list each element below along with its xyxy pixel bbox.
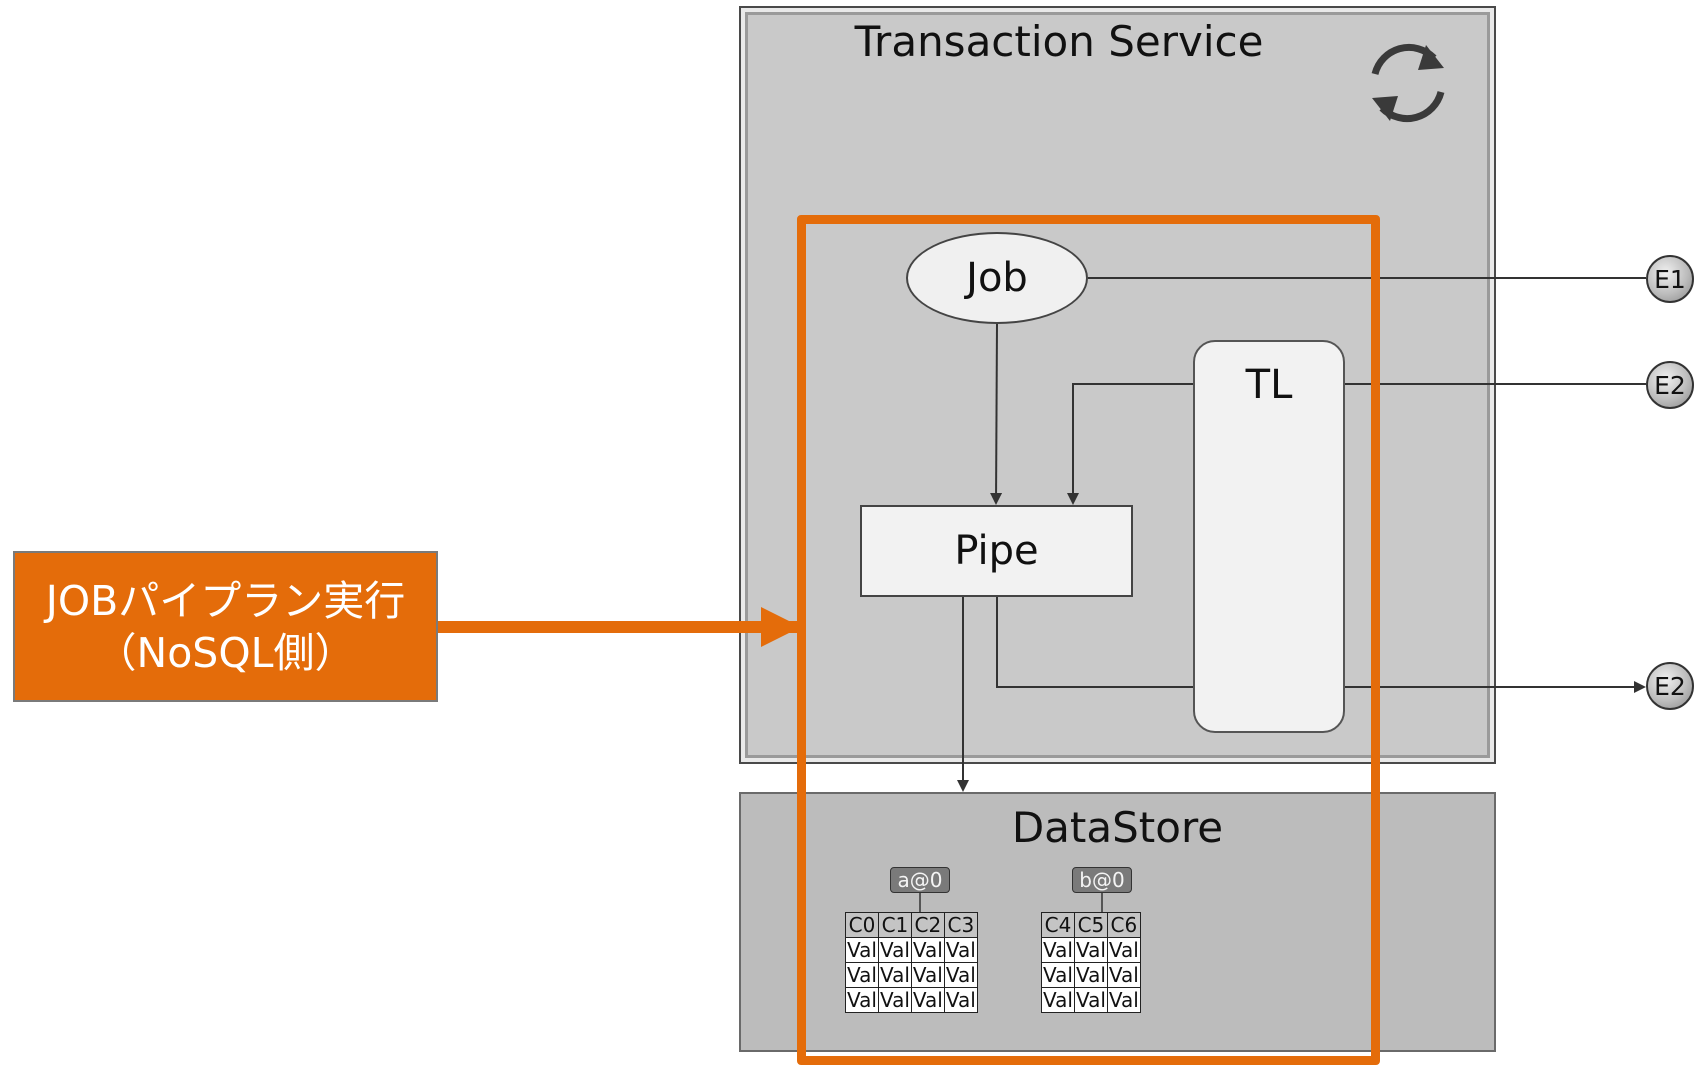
callout-line2: （NoSQL側） <box>95 628 356 677</box>
table-cell: Val <box>1106 962 1141 988</box>
table-header-cell: C5 <box>1073 912 1108 938</box>
pipe-node: Pipe <box>860 505 1133 597</box>
table-cell: Val <box>1106 937 1141 963</box>
table-row: Val Val Val Val <box>845 987 978 1013</box>
table-cell: Val <box>845 987 879 1013</box>
pipe-label: Pipe <box>954 528 1039 574</box>
highlight-frame <box>797 215 1380 1065</box>
table-cell: Val <box>943 937 978 963</box>
callout-line1: JOBパイプラン実行 <box>45 576 406 625</box>
table-cell: Val <box>845 937 879 963</box>
table-cell: Val <box>845 962 879 988</box>
callout-box: JOBパイプラン実行 （NoSQL側） <box>13 551 438 702</box>
table-cell: Val <box>877 987 912 1013</box>
table-row: Val Val Val <box>1041 937 1141 963</box>
table-cell: Val <box>910 987 945 1013</box>
tl-label: TL <box>1245 362 1293 408</box>
table-header-row: C0 C1 C2 C3 <box>845 912 978 938</box>
table-header-row: C4 C5 C6 <box>1041 912 1141 938</box>
tl-to-pipe-arrow <box>1067 383 1193 505</box>
datastore-title: DataStore <box>1011 803 1224 852</box>
table-header-cell: C4 <box>1041 912 1075 938</box>
datastore-key-a: a@0 <box>890 867 950 893</box>
table-row: Val Val Val Val <box>845 937 978 963</box>
table-header-cell: C3 <box>943 912 978 938</box>
table-row: Val Val Val Val <box>845 962 978 988</box>
endpoint-e2-top-label: E2 <box>1654 370 1686 400</box>
table-cell: Val <box>877 962 912 988</box>
table-cell: Val <box>1073 987 1108 1013</box>
table-cell: Val <box>1041 937 1075 963</box>
table-cell: Val <box>1106 987 1141 1013</box>
table-cell: Val <box>943 987 978 1013</box>
endpoint-e1: E1 <box>1646 255 1694 303</box>
job-label: Job <box>966 255 1028 301</box>
transaction-service-title: Transaction Service <box>854 17 1264 66</box>
job-to-pipe-arrow <box>990 323 1003 505</box>
datastore-table-a: C0 C1 C2 C3 Val Val Val Val Val Val Val … <box>845 912 978 1013</box>
table-header-cell: C2 <box>910 912 945 938</box>
refresh-icon <box>1371 43 1445 123</box>
datastore-table-b: C4 C5 C6 Val Val Val Val Val Val Val Val… <box>1041 912 1141 1013</box>
pipe-to-tl-line <box>996 597 1193 688</box>
connector-layer <box>438 43 1646 912</box>
job-node: Job <box>906 232 1088 324</box>
endpoint-e2-bottom: E2 <box>1646 662 1694 710</box>
endpoint-e2-bottom-label: E2 <box>1654 671 1686 701</box>
table-header-cell: C6 <box>1106 912 1141 938</box>
table-cell: Val <box>910 937 945 963</box>
datastore-key-b: b@0 <box>1072 867 1132 893</box>
table-row: Val Val Val <box>1041 987 1141 1013</box>
table-header-cell: C1 <box>877 912 912 938</box>
endpoint-e2-top: E2 <box>1646 361 1694 409</box>
table-cell: Val <box>1073 962 1108 988</box>
endpoint-e1-label: E1 <box>1654 264 1686 294</box>
tl-node <box>1193 340 1345 733</box>
